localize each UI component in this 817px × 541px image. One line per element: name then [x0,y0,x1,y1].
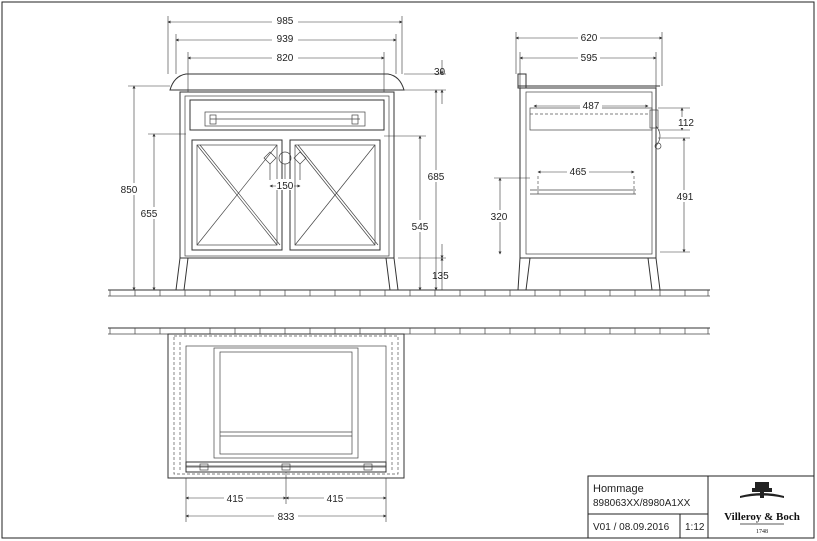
dim-leg-height: 135 [432,271,449,282]
dim-inner-width: 820 [277,53,294,64]
dim-side-inner-height: 491 [677,192,694,203]
dim-side-height: 685 [428,172,445,183]
front-view: 985 939 820 150 850 655 30 685 [108,14,710,297]
dim-plan-total-width: 833 [278,512,295,523]
brand-name: Villeroy & Boch [724,511,800,523]
dim-body-width: 939 [277,34,294,45]
version-date: V01 / 08.09.2016 [593,522,670,533]
product-name: Hommage [593,483,644,495]
dim-total-height: 850 [121,185,138,196]
side-view: 620 595 487 465 112 491 320 [488,30,696,291]
article-numbers: 898063XX/8980A1XX [593,498,691,509]
dim-plan-right-width: 415 [327,494,344,505]
dim-top-thickness: 30 [434,67,446,78]
dim-total-depth: 620 [581,33,598,44]
dim-handle-spacing: 150 [277,181,294,192]
dim-inner-height: 655 [141,209,158,220]
dim-plan-left-width: 415 [227,494,244,505]
dim-drawer-depth: 487 [583,101,600,112]
brand-logo-icon: Villeroy & Boch 1748 [724,482,800,535]
dim-shelf-height: 320 [491,212,508,223]
dim-door-height: 545 [412,222,429,233]
dim-body-depth: 595 [581,53,598,64]
brand-year: 1748 [756,529,768,535]
dim-total-width: 985 [277,16,294,27]
dim-drawer-height: 112 [678,118,694,129]
scale: 1:12 [685,522,705,533]
title-block: Hommage 898063XX/8980A1XX V01 / 08.09.20… [587,475,815,539]
plan-view: 415 415 833 [108,327,710,523]
dim-shelf-depth: 465 [570,167,587,178]
